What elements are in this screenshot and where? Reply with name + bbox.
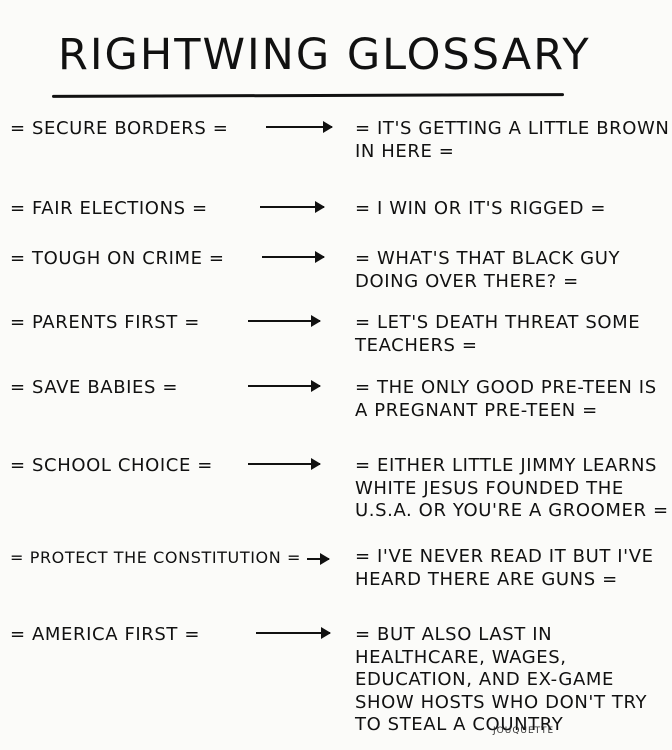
term-fair-elections: = FAIR ELECTIONS = <box>10 198 208 219</box>
meaning-america-first: = BUT ALSO LAST IN HEALTHCARE, WAGES, ED… <box>355 624 648 735</box>
meaning-parents-first: = LET'S DEATH THREAT SOME TEACHERS = <box>355 312 641 356</box>
arrow-icon <box>260 201 325 213</box>
term-tough-on-crime: = TOUGH ON CRIME = <box>10 248 225 269</box>
term-protect-the-constitution: = PROTECT THE CONSTITUTION = <box>10 548 301 567</box>
arrow-icon <box>248 315 321 327</box>
arrow-icon <box>256 627 331 639</box>
page-title: RIGHTWING GLOSSARY <box>58 30 591 80</box>
arrow-icon <box>307 553 330 565</box>
meaning-protect-the-constitution: = I'VE NEVER READ IT BUT I'VE HEARD THER… <box>355 546 654 590</box>
meaning-tough-on-crime: = WHAT'S THAT BLACK GUY DOING OVER THERE… <box>355 248 621 292</box>
artist-signature: JOUQUETTE <box>493 726 555 736</box>
arrow-icon <box>262 251 325 263</box>
meaning-school-choice: = EITHER LITTLE JIMMY LEARNS WHITE JESUS… <box>355 455 669 521</box>
meaning-secure-borders: = IT'S GETTING A LITTLE BROWN IN HERE = <box>355 118 670 162</box>
title-underline <box>51 93 565 98</box>
arrow-icon <box>248 380 321 392</box>
meaning-fair-elections: = I WIN OR IT'S RIGGED = <box>355 198 607 219</box>
term-school-choice: = SCHOOL CHOICE = <box>10 455 213 476</box>
meaning-save-babies: = THE ONLY GOOD PRE-TEEN IS A PREGNANT P… <box>355 377 657 421</box>
term-america-first: = AMERICA FIRST = <box>10 624 201 645</box>
arrow-icon <box>266 121 333 133</box>
term-save-babies: = SAVE BABIES = <box>10 377 179 398</box>
arrow-icon <box>248 458 321 470</box>
term-parents-first: = PARENTS FIRST = <box>10 312 200 333</box>
term-secure-borders: = SECURE BORDERS = <box>10 118 229 139</box>
